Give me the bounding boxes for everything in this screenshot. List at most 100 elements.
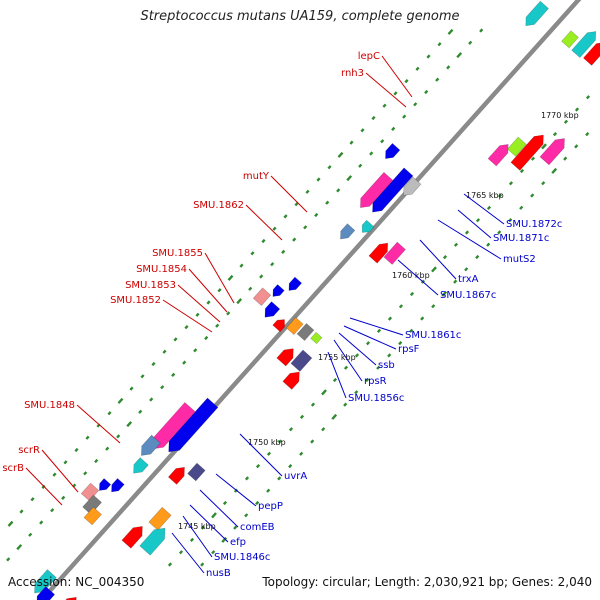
tick-mark [382,103,387,108]
tick-mark [138,409,143,414]
tick-mark [365,377,370,383]
gene-feature [383,241,406,265]
leader-line [270,175,308,213]
gene-label-forward: SMU.1852 [110,295,161,306]
leader-line [457,209,492,239]
gene-feature [285,317,304,335]
leader-line [419,239,457,280]
gene-feature [272,284,285,297]
tick-mark [431,304,436,309]
tick-mark [250,251,255,256]
tick-mark [349,140,354,145]
tick-mark [413,102,418,107]
tick-mark [266,488,271,493]
gene-feature [139,527,166,556]
tick-mark [173,337,178,342]
tick-mark [332,377,338,383]
gene-label-reverse: SMU.1867c [440,290,496,301]
leader-line [215,473,257,507]
gene-feature [310,331,323,345]
gene-feature [152,402,196,450]
gene-label-reverse: comEB [240,522,275,533]
tick-mark [178,550,184,555]
tick-mark [63,460,68,465]
tick-mark [343,365,349,370]
tick-mark [321,389,327,396]
gene-feature [148,506,172,531]
tick-mark [233,525,238,530]
tick-mark [83,471,88,476]
tick-mark [255,463,261,469]
gene-feature [276,348,294,367]
gene-feature [111,478,125,493]
tick-mark [585,131,590,137]
tick-mark [171,372,176,378]
gene-feature [121,526,143,549]
gene-feature [340,223,356,240]
leader-line [437,219,502,260]
tick-mark [277,476,282,481]
gene-feature [187,462,206,482]
tick-mark [239,263,244,268]
gene-feature [264,301,281,318]
tick-mark [420,316,425,321]
tick-mark [486,205,492,211]
tick-mark [402,114,407,119]
leader-line [182,515,213,558]
gene-feature [99,478,112,491]
leader-line [463,193,505,225]
gene-label-forward: mutY [243,171,270,182]
tick-mark [303,225,308,230]
tick-mark [354,353,360,358]
tick-mark [266,451,272,456]
genome-backbone [38,0,582,600]
tick-mark [316,177,321,182]
gene-feature [167,466,185,485]
leader-line [188,268,228,313]
gene-feature [34,569,57,594]
tick-mark [200,525,206,530]
gene-label-reverse: SMU.1872c [506,219,562,230]
gene-feature [372,167,414,213]
leader-line [177,284,221,323]
tick-mark [404,78,409,84]
tick-mark [346,175,353,182]
gene-feature [368,242,389,264]
tick-mark [261,238,266,244]
tick-mark [195,312,200,317]
tick-mark [6,557,11,562]
tick-mark [508,181,514,186]
tick-mark [233,488,239,493]
gene-label-forward: rnh3 [341,68,364,79]
tick-mark [519,168,525,174]
tick-mark [486,242,491,247]
gene-label-forward: SMU.1848 [24,400,75,411]
scale-label: 1750 kbp [248,438,286,447]
gene-feature [141,434,161,456]
tick-mark [299,451,304,456]
tick-mark [563,119,569,124]
tick-mark [117,397,124,404]
tick-mark [244,513,249,518]
gene-label-reverse: SMU.1861c [405,330,461,341]
tick-mark [105,446,110,451]
gene-label-reverse: SMU.1856c [348,393,404,404]
tick-mark [259,274,264,279]
tick-mark [211,512,217,519]
gene-feature [252,287,272,307]
gene-feature [507,136,527,157]
tick-mark [151,361,156,367]
gene-feature [361,219,375,233]
gene-label-reverse: trxA [458,274,479,285]
leader-line [381,55,413,98]
tick-mark [552,131,558,137]
gene-label-forward: scrB [2,463,24,474]
tick-mark [464,267,469,272]
leader-line [327,351,347,399]
tick-mark [409,291,415,297]
tick-mark [398,340,403,346]
gene-feature [539,138,565,166]
leader-line [349,317,404,336]
